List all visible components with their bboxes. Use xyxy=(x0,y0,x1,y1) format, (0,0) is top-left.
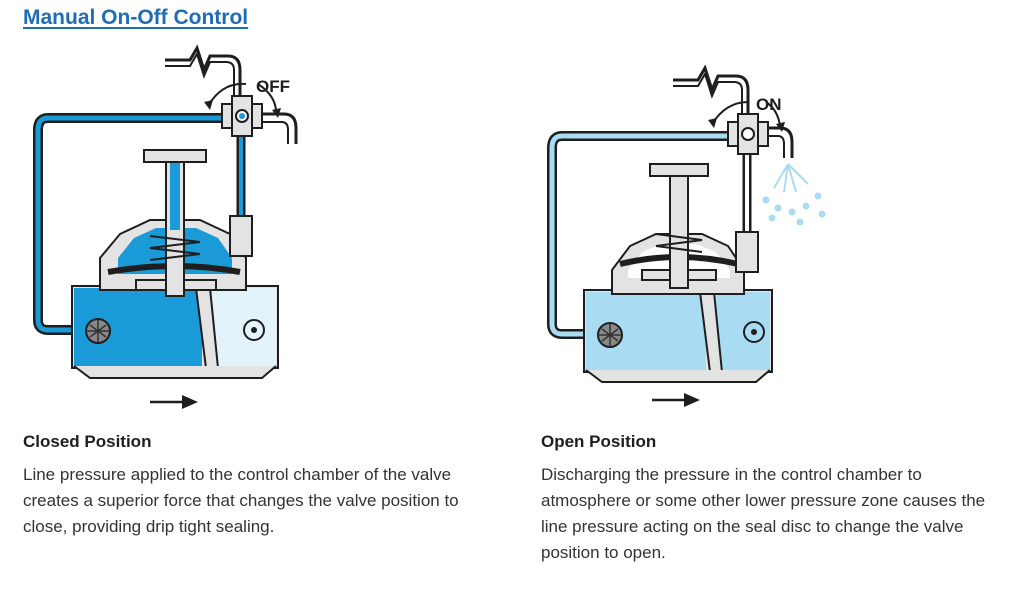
stem-bore xyxy=(170,160,180,230)
closed-position-caption: Closed Position Line pressure applied to… xyxy=(23,432,493,540)
control-fitting xyxy=(229,215,253,257)
page-title: Manual On-Off Control xyxy=(23,6,249,29)
open-position-text: Discharging the pressure in the control … xyxy=(541,465,986,562)
valve-state-label: OFF xyxy=(256,77,290,96)
supply-pipe xyxy=(165,44,242,108)
supply-pipe xyxy=(673,64,750,128)
supply-pipe-inner xyxy=(165,51,235,108)
valve-diagram-closed: OFF xyxy=(0,38,500,418)
position-indicator xyxy=(649,163,709,177)
control-fitting xyxy=(735,231,759,273)
closed-position-text: Line pressure applied to the control cha… xyxy=(23,465,459,536)
supply-pipe-inner xyxy=(673,71,743,128)
water-spray-icon xyxy=(762,163,826,226)
drain-port xyxy=(243,319,265,341)
exhaust-pipe-inner xyxy=(262,121,289,144)
flow-direction-arrow-icon xyxy=(150,395,198,409)
control-tube-fill xyxy=(549,133,738,337)
open-position-caption: Open Position Discharging the pressure i… xyxy=(541,432,1011,566)
valve-state-label: ON xyxy=(756,95,782,114)
drain-port xyxy=(743,321,765,343)
exhaust-pipe-inner xyxy=(768,135,785,158)
selector-valve-icon xyxy=(727,113,769,155)
closed-position-heading: Closed Position xyxy=(23,432,152,451)
spring xyxy=(655,233,703,253)
downstream-chamber xyxy=(716,292,770,370)
valve-diagram-closed-svg: OFF xyxy=(33,44,298,409)
valve-base xyxy=(585,369,771,383)
spring xyxy=(149,235,201,261)
position-indicator xyxy=(143,149,207,163)
control-tube-fill xyxy=(35,115,230,333)
exhaust-pipe xyxy=(768,126,794,158)
valve-diagram-open: ON xyxy=(516,38,1016,418)
exhaust-pipe xyxy=(262,112,298,144)
valve-base xyxy=(73,365,277,379)
open-position-heading: Open Position xyxy=(541,432,657,451)
selector-valve-icon xyxy=(221,95,263,137)
valve-stem xyxy=(669,169,689,289)
flow-direction-arrow-icon xyxy=(652,393,700,407)
valve-diagram-open-svg: ON xyxy=(547,64,826,407)
